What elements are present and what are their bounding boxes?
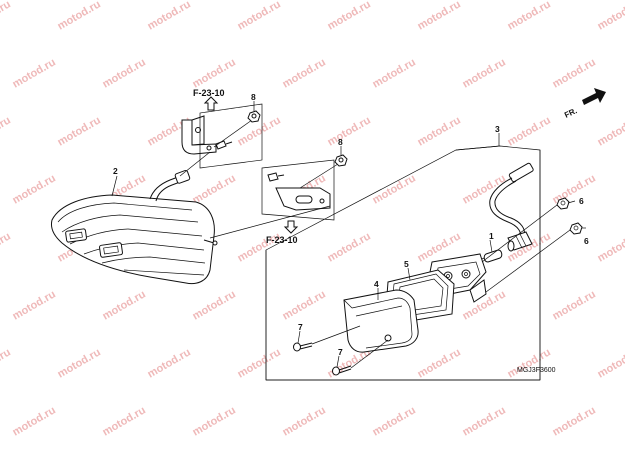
watermark-text: motod.ru	[461, 404, 508, 438]
watermark-text: motod.ru	[506, 0, 553, 33]
watermark-text: motod.ru	[101, 56, 148, 90]
watermark-text: motod.ru	[101, 288, 148, 322]
callout-3: 3	[495, 124, 500, 134]
callout-4: 4	[374, 279, 379, 289]
front-direction-arrow	[582, 88, 606, 105]
lower-mounting-bracket	[267, 172, 331, 211]
watermark-text: motod.ru	[236, 114, 283, 148]
reference-label-bottom: F-23-10	[266, 235, 298, 245]
watermark-text: motod.ru	[191, 56, 238, 90]
watermark-text: motod.ru	[326, 114, 373, 148]
callout-5: 5	[404, 259, 409, 269]
watermark-text: motod.ru	[11, 56, 58, 90]
watermark-text: motod.ru	[596, 230, 625, 264]
watermark-text: motod.ru	[416, 0, 463, 33]
watermark-text: motod.ru	[281, 56, 328, 90]
upper-mounting-bracket	[181, 115, 233, 155]
direction-label: FR.	[563, 106, 578, 120]
watermark-text: motod.ru	[371, 404, 418, 438]
nut-upper	[247, 110, 261, 123]
watermark-text: motod.ru	[191, 288, 238, 322]
watermark-text: motod.ru	[596, 0, 625, 33]
watermark-text: motod.ru	[0, 0, 13, 33]
watermark-text: motod.ru	[596, 346, 625, 380]
watermark-text: motod.ru	[326, 230, 373, 264]
reference-arrow-up	[203, 96, 219, 111]
watermark-text: motod.ru	[0, 230, 13, 264]
socket-wire-harness	[489, 162, 534, 252]
reference-label-top: F-23-10	[193, 88, 225, 98]
watermark-text: motod.ru	[236, 0, 283, 33]
watermark-text: motod.ru	[551, 288, 598, 322]
watermark-text: motod.ru	[191, 404, 238, 438]
watermark-text: motod.ru	[146, 346, 193, 380]
callout-1: 1	[489, 231, 494, 241]
watermark-text: motod.ru	[236, 346, 283, 380]
screw-upper	[293, 342, 313, 352]
watermark-text: motod.ru	[371, 56, 418, 90]
watermark-text: motod.ru	[11, 404, 58, 438]
bolt-upper	[556, 197, 570, 210]
watermark-text: motod.ru	[551, 404, 598, 438]
watermark-text: motod.ru	[596, 114, 625, 148]
watermark-text: motod.ru	[0, 114, 13, 148]
watermark-text: motod.ru	[371, 172, 418, 206]
callout-6-upper: 6	[579, 196, 584, 206]
watermark-text: motod.ru	[281, 288, 328, 322]
callout-7-upper: 7	[298, 322, 303, 332]
watermark-text: motod.ru	[191, 172, 238, 206]
watermark-text: motod.ru	[506, 114, 553, 148]
watermark-text: motod.ru	[506, 346, 553, 380]
watermark-text: motod.ru	[11, 172, 58, 206]
watermark-text: motod.ru	[56, 114, 103, 148]
watermark-text: motod.ru	[56, 346, 103, 380]
watermark-text: motod.ru	[146, 0, 193, 33]
bolt-lower	[569, 222, 583, 235]
callout-6-lower: 6	[584, 236, 589, 246]
callout-8-lower: 8	[338, 137, 343, 147]
watermark-text: motod.ru	[281, 404, 328, 438]
watermark-text: motod.ru	[551, 56, 598, 90]
watermark-text: motod.ru	[461, 56, 508, 90]
watermark-text: motod.ru	[56, 0, 103, 33]
screw-lower	[332, 365, 352, 376]
callout-2: 2	[113, 166, 118, 176]
taillight-lens-assembly	[51, 169, 218, 285]
watermark-text: motod.ru	[0, 346, 13, 380]
watermark-text: motod.ru	[461, 172, 508, 206]
watermark-text: motod.ru	[11, 288, 58, 322]
watermark-text: motod.ru	[101, 404, 148, 438]
nut-lower	[334, 154, 348, 167]
watermark-text: motod.ru	[416, 346, 463, 380]
license-light-lens	[343, 289, 419, 353]
callout-7-lower: 7	[338, 347, 343, 357]
drawing-code: MGJ3F3600	[517, 367, 556, 374]
watermark-text: motod.ru	[416, 114, 463, 148]
watermark-text: motod.ru	[326, 0, 373, 33]
reference-arrow-down	[283, 220, 299, 234]
callout-8-upper: 8	[251, 92, 256, 102]
